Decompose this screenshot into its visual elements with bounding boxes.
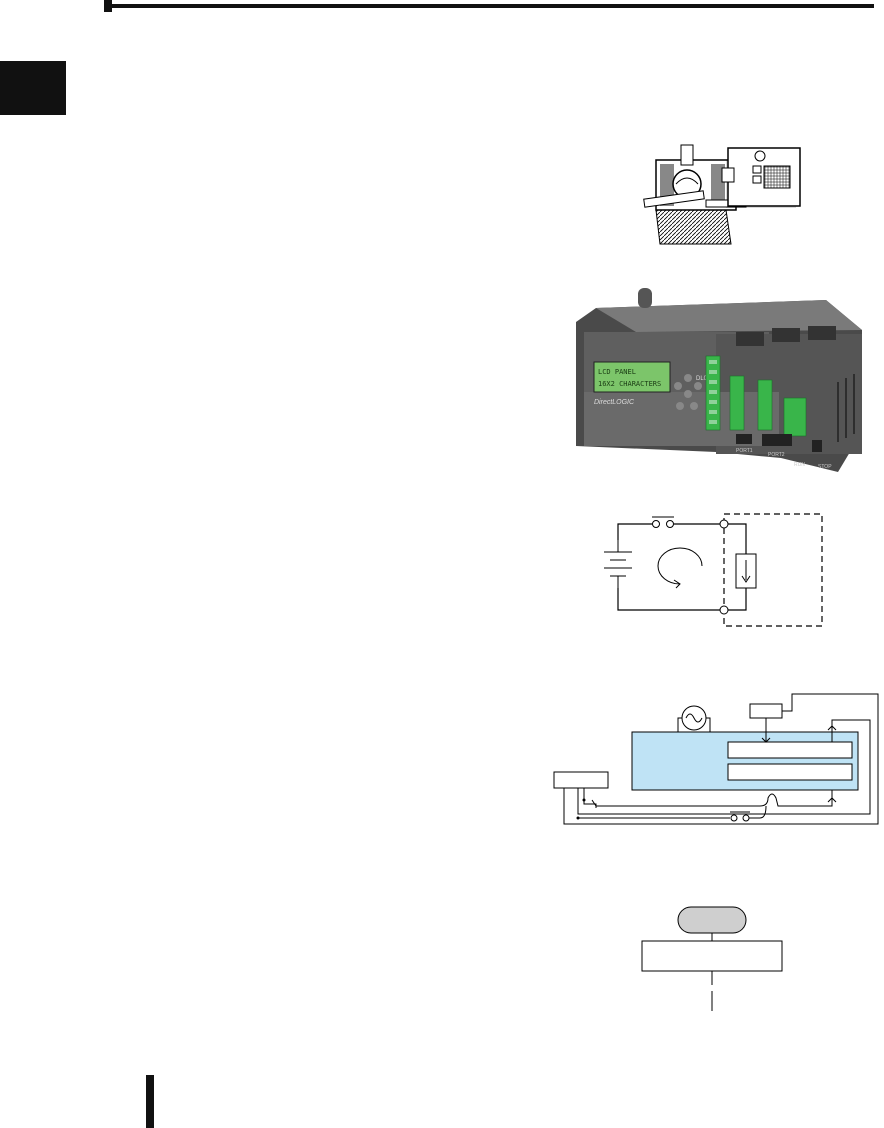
plc-wiring-diagram [553, 693, 879, 825]
model-label: DL06 [696, 376, 711, 382]
port1-label: PORT1 [736, 448, 753, 454]
industrial-machine-illustration [643, 144, 801, 245]
port2-label: PORT2 [768, 452, 785, 458]
top-rule-cap [104, 0, 112, 12]
lcd-panel-line-2: 16X2 CHARACTERS [598, 380, 661, 388]
lcd-panel-line-1: LCD PANEL [598, 368, 636, 376]
plc-unit-photo: LCD PANEL 16X2 CHARACTERS DirectLOGIC DL… [576, 288, 862, 472]
run-label: RUN [794, 462, 805, 468]
brand-label: DirectLOGIC [594, 399, 635, 406]
chapter-tab [0, 61, 66, 115]
flowchart-start [641, 906, 783, 1011]
bottom-margin-bar [146, 1075, 154, 1128]
dc-circuit-diagram [604, 513, 823, 627]
top-rule [104, 4, 874, 8]
stop-label: STOP [818, 464, 832, 470]
